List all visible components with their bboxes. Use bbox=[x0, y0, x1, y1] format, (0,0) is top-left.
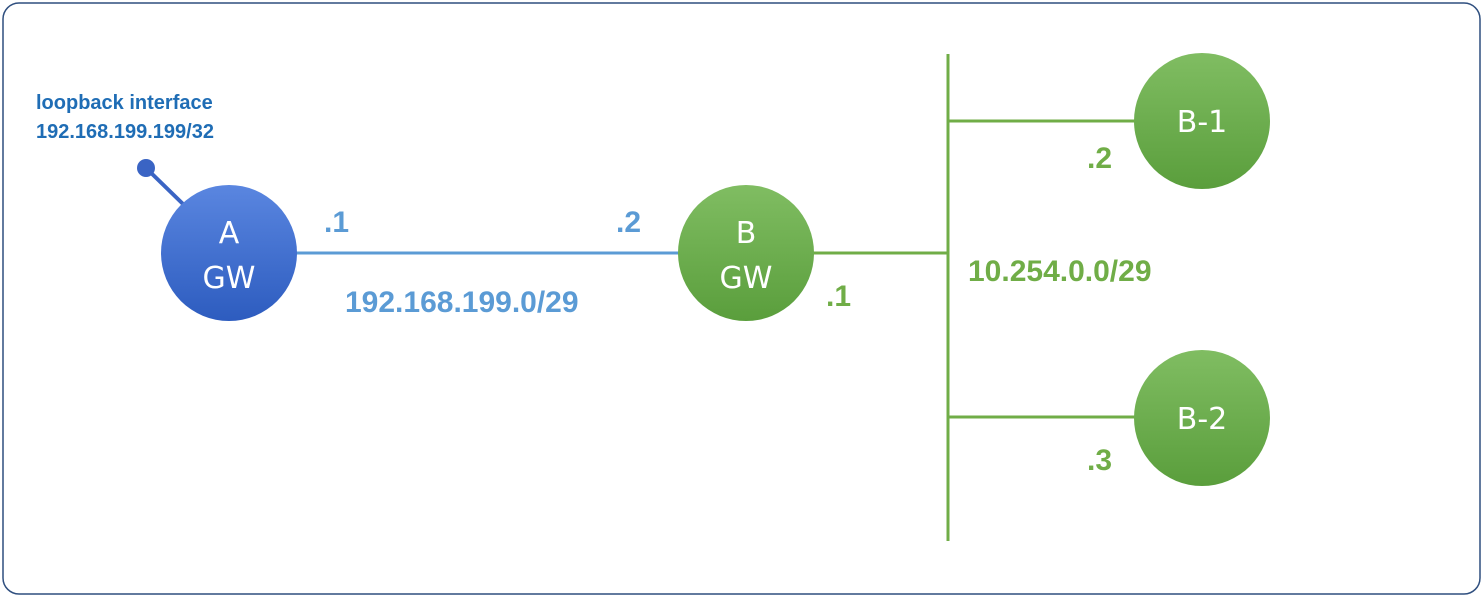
node-b2[interactable]: B-2 bbox=[1134, 350, 1270, 486]
lan-gw-side-label: .1 bbox=[826, 280, 851, 313]
node-b-gw[interactable]: B GW bbox=[678, 185, 814, 321]
node-b2-label: B-2 bbox=[1177, 402, 1228, 437]
node-a-gw-circle bbox=[161, 185, 297, 321]
node-a-gw-name: A bbox=[219, 216, 240, 251]
node-b1-label: B-1 bbox=[1177, 105, 1228, 140]
node-b-gw-role: GW bbox=[720, 261, 773, 296]
lan-b2-side-label: .3 bbox=[1087, 444, 1112, 477]
node-b-gw-circle bbox=[678, 185, 814, 321]
node-b1-circle bbox=[1134, 53, 1270, 189]
node-a-gw[interactable]: A GW bbox=[161, 185, 297, 321]
loopback-dot bbox=[137, 159, 155, 177]
node-b1[interactable]: B-1 bbox=[1134, 53, 1270, 189]
node-b-gw-name: B bbox=[736, 216, 757, 251]
link-ab-b-side-label: .2 bbox=[616, 206, 641, 239]
node-b2-circle bbox=[1134, 350, 1270, 486]
lan-network-label: 10.254.0.0/29 bbox=[968, 255, 1152, 288]
loopback-label: loopback interface bbox=[36, 92, 213, 114]
loopback-address: 192.168.199.199/32 bbox=[36, 121, 214, 143]
lan-b1-side-label: .2 bbox=[1087, 142, 1112, 175]
node-a-gw-role: GW bbox=[203, 261, 256, 296]
link-ab-network-label: 192.168.199.0/29 bbox=[345, 286, 579, 319]
link-ab-a-side-label: .1 bbox=[324, 206, 349, 239]
